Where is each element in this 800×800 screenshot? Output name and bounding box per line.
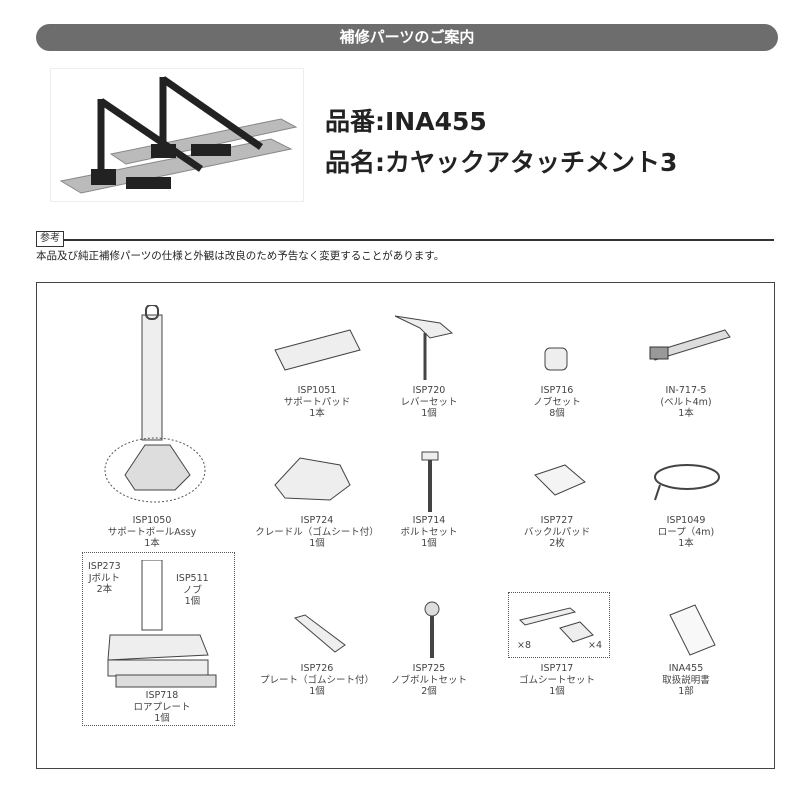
part-IN-717-5: IN-717-5(ベルト4m)1本 xyxy=(660,385,712,419)
buckle-pad-illustration xyxy=(534,464,586,496)
cradle-illustration xyxy=(274,457,351,501)
product-number: 品番:INA455 xyxy=(325,107,487,136)
rope-illustration xyxy=(654,464,720,501)
support-pole-illustration xyxy=(104,305,206,503)
product-photo xyxy=(50,68,304,202)
rubber-sheet-frame xyxy=(508,592,610,658)
product-name: 品名:カヤックアタッチメント3 xyxy=(325,148,678,177)
rubber-sheet-illustration xyxy=(519,607,594,643)
strip-count: ×8 xyxy=(517,640,532,651)
lever-illustration xyxy=(394,315,454,380)
knob-illustration xyxy=(544,347,568,371)
knob-bolt-illustration xyxy=(424,601,440,658)
base-detail-frame xyxy=(82,552,235,726)
divider xyxy=(36,239,774,241)
plate-illustration xyxy=(293,614,346,653)
bolt-illustration xyxy=(421,451,439,512)
manual-illustration xyxy=(669,604,716,656)
reference-tag: 参考 xyxy=(36,231,64,247)
belt-illustration xyxy=(649,329,731,361)
section-header: 補修パーツのご案内 xyxy=(36,24,778,51)
parts-box xyxy=(36,282,775,769)
square-count: ×4 xyxy=(588,640,603,651)
reference-note: 本品及び純正補修パーツの仕様と外観は改良のため予告なく変更することがあります。 xyxy=(36,250,445,262)
base-illustration xyxy=(107,560,217,688)
support-pad-illustration xyxy=(274,329,361,371)
